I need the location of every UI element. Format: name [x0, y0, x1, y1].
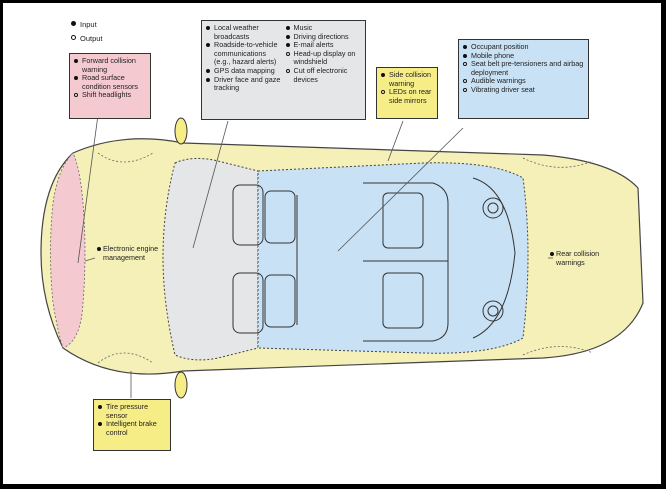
- leader-lines: [77, 114, 553, 398]
- output-item: Seat belt pre-tensioners and airbag depl…: [463, 59, 584, 77]
- input-bullet-icon: [97, 247, 101, 251]
- car-top-view: [40, 114, 644, 399]
- input-item: Music: [285, 23, 362, 33]
- input-item: Local weather broadcasts: [206, 23, 282, 41]
- output-item: Head-up display on windshield: [285, 49, 362, 67]
- front-seats: [232, 184, 298, 334]
- input-item: Intelligent brake control: [98, 419, 166, 437]
- engine-label-text: Electronic engine management: [103, 244, 159, 262]
- wheel-arcs: [97, 152, 594, 364]
- rear-collision-label-text: Rear collision warnings: [556, 249, 600, 267]
- front-zone: [50, 152, 86, 349]
- engine-label: Electronic engine management: [97, 244, 163, 262]
- rear-seat: [363, 182, 449, 342]
- input-item: Driving directions: [285, 32, 362, 42]
- output-item: Cut off electronic devices: [285, 66, 362, 84]
- rear-speakers: [472, 177, 516, 339]
- output-item: Audible warnings: [463, 77, 584, 86]
- output-bullet-icon: [71, 35, 76, 40]
- left-mirror: [174, 117, 188, 145]
- input-item: Forward collision warning: [74, 56, 146, 74]
- input-item: Mobile phone: [463, 51, 584, 61]
- input-bullet-icon: [550, 252, 554, 256]
- input-item: Tire pressure sensor: [98, 402, 166, 420]
- input-item: Driver face and gaze tracking: [206, 75, 282, 93]
- windshield-zone: [162, 157, 259, 361]
- legend-output: Output: [71, 34, 103, 43]
- legend-input-label: Input: [80, 20, 97, 29]
- output-item: LEDs on rear side mirrors: [381, 87, 433, 105]
- input-bullet-icon: [71, 21, 76, 26]
- input-item: Occupant position: [463, 42, 584, 52]
- input-item: E-mail alerts: [285, 41, 362, 50]
- input-item: GPS data mapping: [206, 66, 282, 76]
- output-item: Vibrating driver seat: [463, 85, 584, 95]
- input-item: Road surface condition sensors: [74, 73, 146, 91]
- legend-output-label: Output: [80, 34, 103, 43]
- input-item: Roadside-to-vehicle communications (e.g.…: [206, 40, 282, 67]
- input-item: Side collision warning: [381, 70, 433, 88]
- legend-input: Input: [71, 20, 97, 29]
- rear-collision-label: Rear collision warnings: [550, 249, 616, 267]
- right-mirror: [174, 371, 188, 399]
- output-item: Shift headlights: [74, 91, 146, 100]
- cabin-zone: [257, 162, 529, 354]
